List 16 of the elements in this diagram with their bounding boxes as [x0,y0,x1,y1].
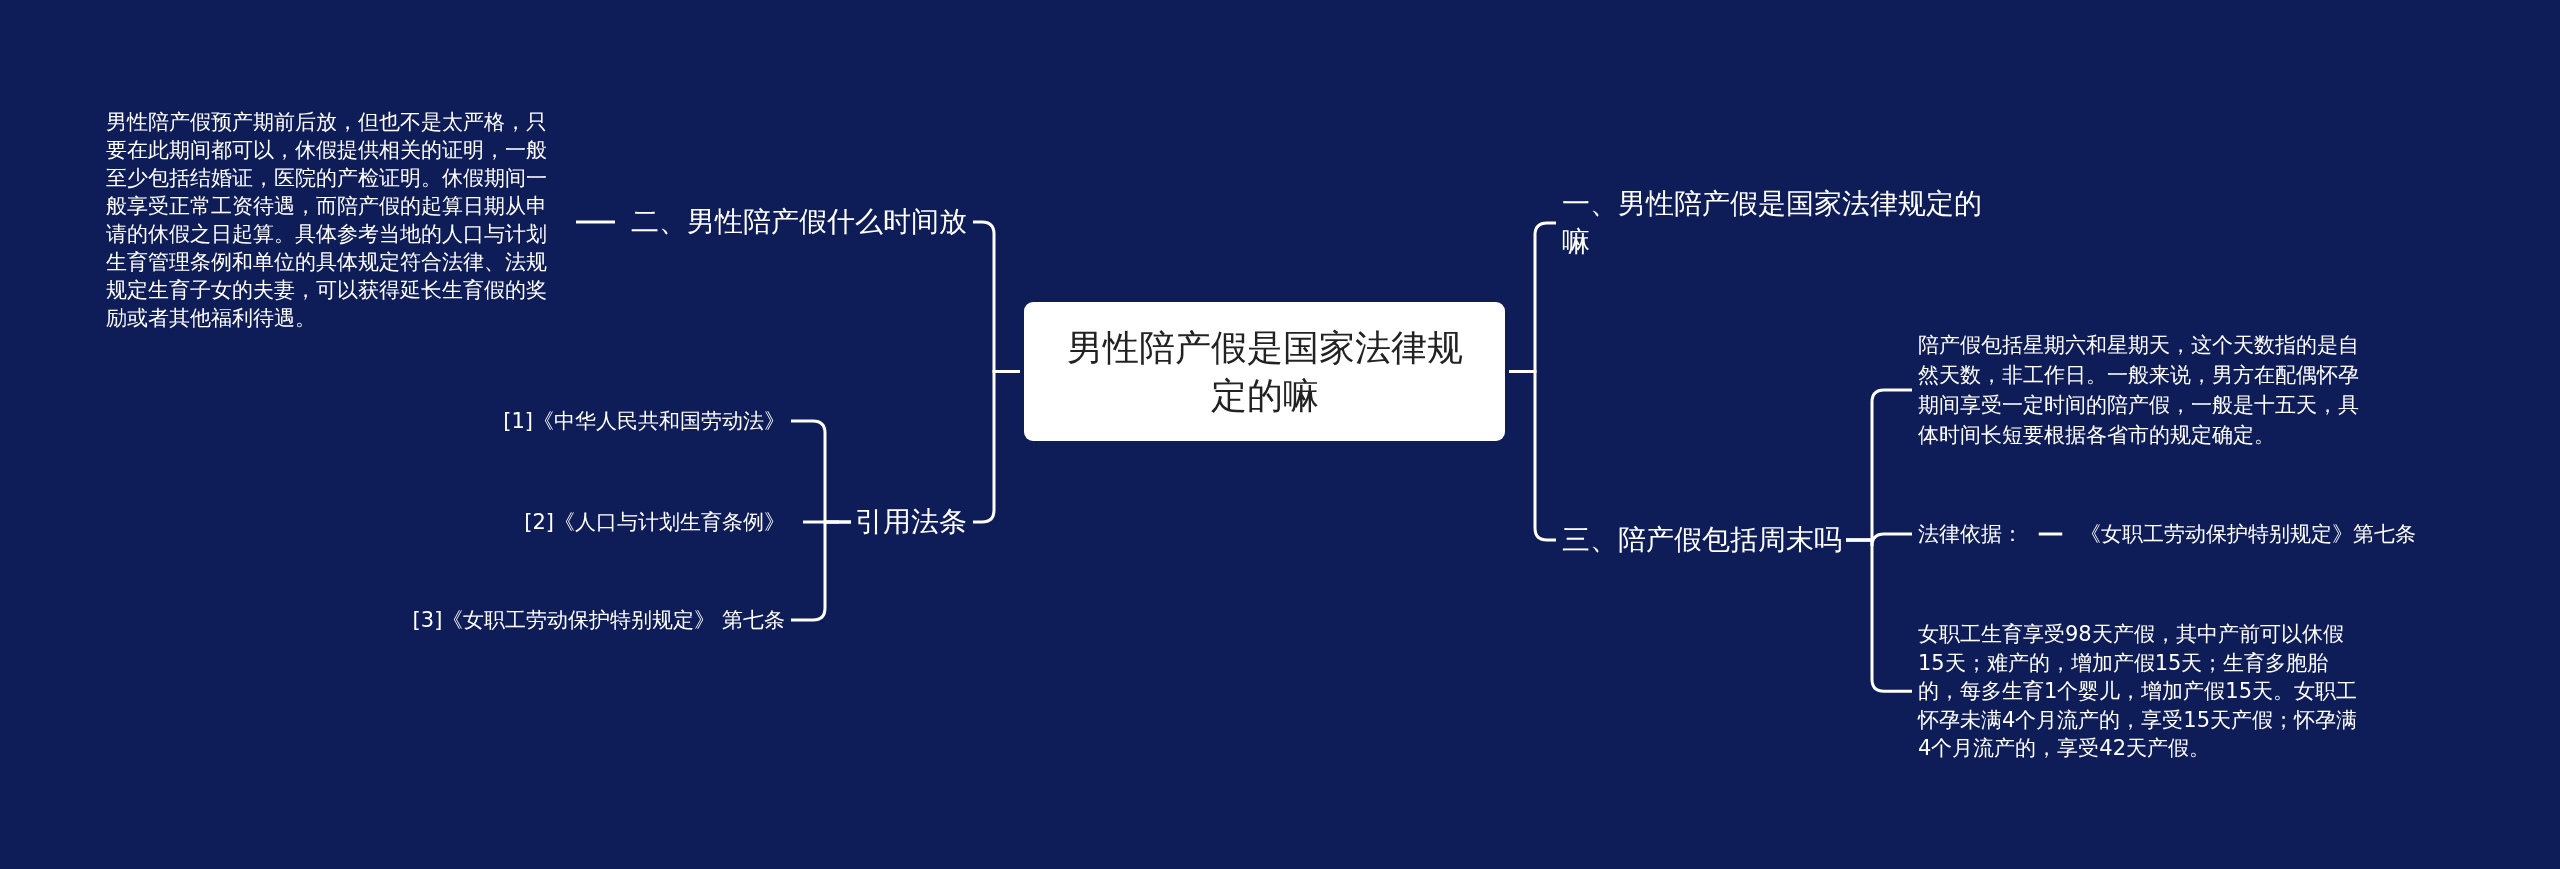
reference-text: [2]《人口与计划生育条例》 [524,508,785,536]
connector-line [1846,538,1912,693]
paragraph-text: 男性陪产假预产期前后放，但也不是太严格，只要在此期间都可以，休假提供相关的证明，一般至少包括结婚证，医院的产检证明。休假期间一般享受正常工资待遇，而陪产假的起算日期从申请的休假之日起算。具体参考当地的人口与计划生育管理条例和单位的具体规定符合法律、法规规定生育子女的夫妻，可以获得延长生育假的奖励或者其他福利待遇。 [106,108,558,332]
reference-text: [1]《中华人民共和国劳动法》 [503,407,785,435]
connector-line [2038,532,2063,536]
reference-text: [3]《女职工劳动保护特别规定》 第七条 [412,606,785,634]
reference-text: 法律依据： [1918,520,2023,548]
branch-topic: 三、陪产假包括周末吗 [1562,522,1842,558]
branch-topic: 二、男性陪产假什么时间放 [631,204,967,240]
central-topic-box: 男性陪产假是国家法律规定的嘛 [1024,302,1505,441]
connector-line [576,220,615,224]
branch-topic: 引用法条 [855,504,967,540]
paragraph-text: 陪产假包括星期六和星期天，这个天数指的是自然天数，非工作日。一般来说，男方在配偶怀孕期间享受一定时间的陪产假，一般是十五天，具体时间长短要根据各省市的规定确定。 [1918,330,2373,450]
branch-topic: 一、男性陪产假是国家法律规定的嘛 [1562,185,1992,261]
paragraph-text: 女职工生育享受98天产假，其中产前可以休假15天；难产的，增加产假15天；生育多胞胎的，每多生育1个婴儿，增加产假15天。女职工怀孕未满4个月流产的，享受15天产假；怀孕满4个月流产的，享受42天产假。 [1918,620,2368,763]
reference-text: 《女职工劳动保护特别规定》第七条 [2080,520,2416,548]
